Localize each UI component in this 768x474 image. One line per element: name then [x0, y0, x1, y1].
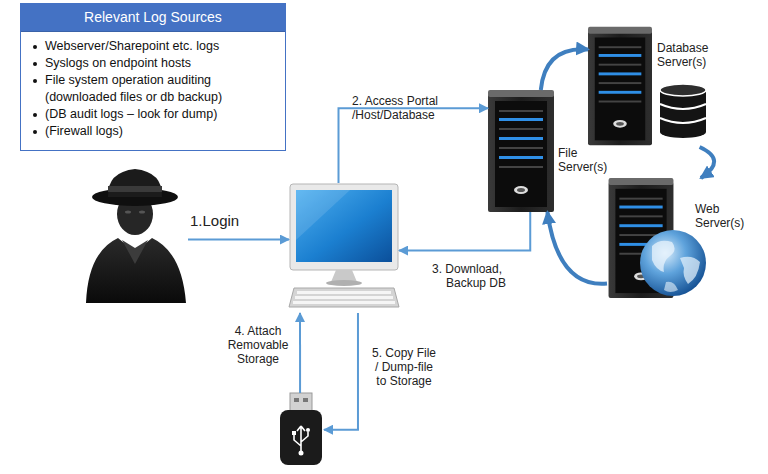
workstation [289, 183, 399, 313]
node-label: File Server(s) [558, 146, 613, 174]
bullet-dot [33, 130, 37, 134]
file-server-icon [488, 90, 554, 212]
bullet-item: Syslogs on endpoint hosts [29, 55, 267, 72]
flow-arrow [399, 212, 530, 251]
database-server: Database Server(s) [588, 25, 708, 147]
bullet-item: (Firewall logs) [29, 123, 267, 140]
removable-storage [278, 393, 324, 465]
list-item-text: Syslogs on endpoint hosts [45, 56, 191, 70]
hacker [82, 168, 188, 303]
bullet-dot [33, 113, 37, 117]
database-cylinder [660, 84, 706, 138]
log-sources-box: Relevant Log SourcesWebserver/Sharepoint… [20, 3, 286, 151]
computer-illustration [289, 184, 399, 307]
edge-label: 1.Login [190, 212, 270, 230]
curved-arrow [700, 147, 715, 178]
bullet-list: Webserver/Sharepoint etc. logsSyslogs on… [21, 32, 285, 140]
bullet-item: Webserver/Sharepoint etc. logs [29, 38, 267, 55]
database-server-icon [588, 27, 652, 145]
file-server: File Server(s) [488, 90, 554, 212]
edge-label: 5. Copy File / Dump-file to Storage [370, 346, 438, 388]
usb-stick [280, 393, 322, 465]
bullet-dot [33, 79, 37, 83]
header-text: Relevant Log Sources [84, 9, 222, 25]
bullet-dot [33, 62, 37, 66]
box-header: Relevant Log Sources [21, 4, 285, 32]
flow-arrow [188, 239, 289, 241]
web-server: Web Server(s) [607, 178, 708, 298]
flow-arrow [324, 313, 358, 430]
list-item-text: (Firewall logs) [45, 124, 123, 138]
bullet-item: File system operation auditing (download… [29, 72, 267, 106]
edge-label: 2. Access Portal /Host/Database [352, 94, 462, 122]
node-label: Database Server(s) [657, 41, 717, 69]
curved-arrow [541, 49, 588, 90]
globe-icon [640, 230, 706, 296]
list-item-text: Webserver/Sharepoint etc. logs [45, 39, 219, 53]
list-item-text: (DB audit logs – look for dump) [45, 107, 217, 121]
curved-arrow [547, 212, 607, 284]
hacker-figure [86, 169, 186, 303]
edge-label: 3. Download, Backup DB [432, 262, 538, 290]
node-label: Web Server(s) [695, 202, 750, 230]
flow-arrow [299, 313, 301, 393]
bullet-dot [33, 45, 37, 49]
bullet-item: (DB audit logs – look for dump) [29, 106, 267, 123]
edge-label: 4. Attach Removable Storage [222, 324, 294, 366]
list-item-text: File system operation auditing (download… [45, 73, 222, 104]
